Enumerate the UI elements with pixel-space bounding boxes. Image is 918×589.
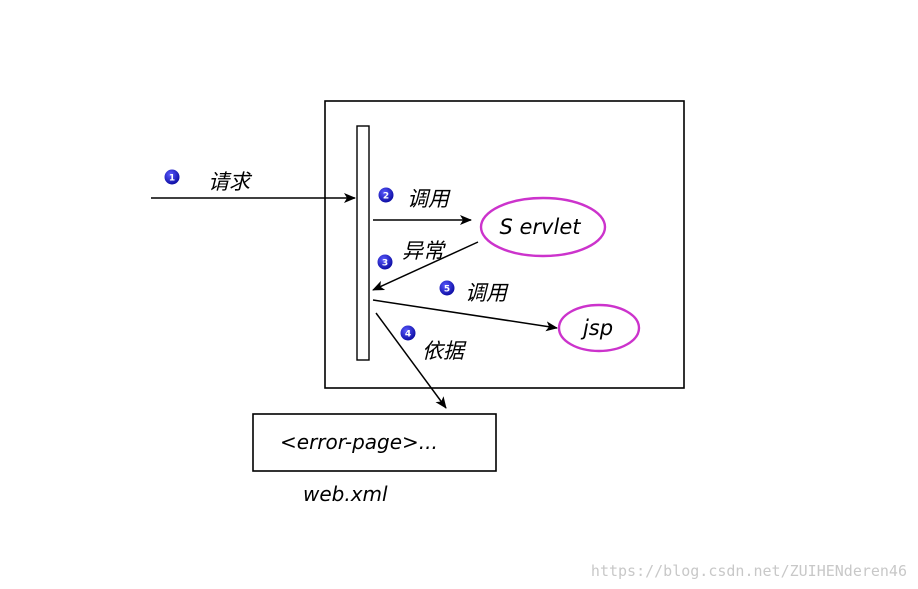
web-xml-label: web.xml	[303, 482, 388, 506]
jsp-ellipse	[557, 303, 641, 353]
step-2-number: 2	[383, 192, 389, 202]
step-2-label: 调用	[407, 187, 451, 211]
step-1-badge: 1	[163, 168, 181, 186]
jsp-label: jsp	[580, 316, 613, 340]
step-3-number: 3	[382, 259, 388, 269]
container-box	[324, 100, 685, 389]
step-1-number: 1	[169, 174, 175, 184]
step-4-label: 依据	[422, 339, 467, 363]
step-2-badge: 2	[377, 186, 395, 204]
step-5-label: 调用	[465, 281, 509, 305]
step-4-badge: 4	[399, 324, 417, 342]
exception-arrow	[372, 241, 479, 291]
filter-bar	[356, 125, 370, 361]
basis-arrow	[375, 312, 447, 409]
error-page-label: <error-page>...	[280, 430, 438, 454]
step-3-badge: 3	[376, 253, 394, 271]
watermark-url: https://blog.csdn.net/ZUIHENderen46	[591, 562, 907, 580]
step-4-number: 4	[405, 330, 411, 340]
step-1-label: 请求	[208, 170, 253, 194]
step-5-number: 5	[444, 285, 450, 295]
step-5-badge: 5	[438, 279, 456, 297]
error-page-box	[252, 413, 497, 472]
step-3-label: 异常	[402, 239, 446, 263]
call-jsp-arrow	[372, 299, 558, 332]
servlet-label: S ervlet	[500, 215, 582, 239]
servlet-ellipse	[479, 196, 607, 258]
